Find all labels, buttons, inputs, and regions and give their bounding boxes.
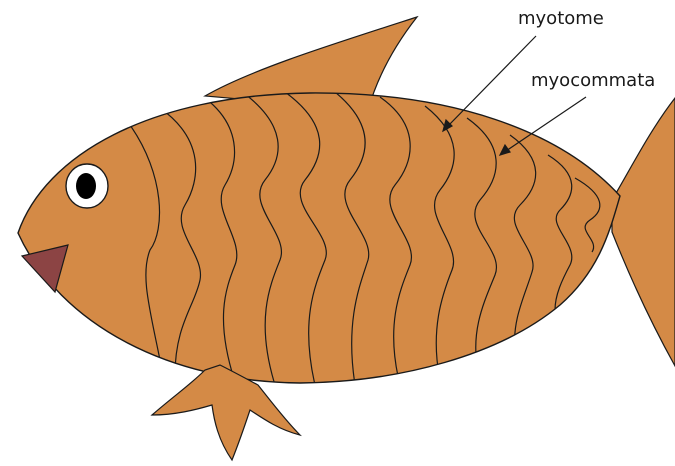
label-myotome: myotome [518,9,604,29]
tail-fin [612,98,675,366]
myotome-arrow-line [446,36,536,128]
pupil [76,173,96,199]
label-myocommata: myocommata [531,71,655,91]
